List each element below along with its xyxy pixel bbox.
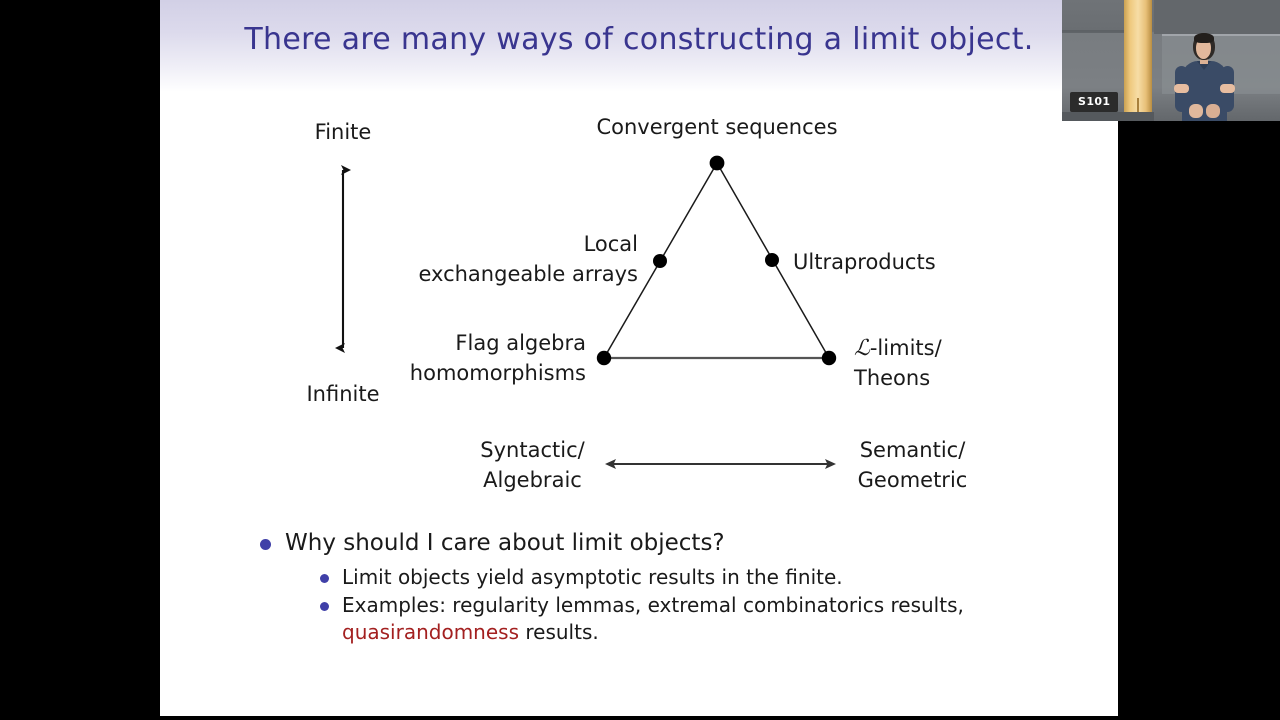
bullet-text-examples: Examples: regularity lemmas, extremal co… (342, 592, 964, 645)
pillar-seam (1137, 98, 1139, 121)
node-label-local-exchangeable-arrays: Local exchangeable arrays (338, 230, 638, 290)
node-label-flag-algebra-homomorphisms: Flag algebra homomorphisms (328, 329, 586, 389)
bullet-text-examples-line1: Examples: regularity lemmas, extremal co… (342, 593, 964, 618)
speaker-neck (1200, 56, 1208, 64)
whiteboard-edge (1162, 34, 1280, 36)
bullet-dot-icon (260, 539, 271, 550)
bullet-text-examples-tail: results. (519, 619, 599, 644)
speaker-face (1196, 38, 1211, 59)
node-label-local-line1: Local (583, 232, 638, 256)
node-label-theons-line1: ℒ-limits/ (854, 333, 942, 364)
node-local-exchangeable-arrays (653, 254, 667, 268)
axis-label-semantic: Semantic/ (859, 438, 966, 462)
speaker-hand-right (1206, 104, 1220, 118)
axis-label-infinite: Infinite (306, 382, 380, 406)
bullet-dot-icon (320, 602, 329, 612)
axis-label-finite: Finite (314, 120, 372, 144)
axis-label-semantic-geometric: Semantic/ Geometric (840, 436, 985, 496)
bullet-item-level2-second: Examples: regularity lemmas, extremal co… (320, 592, 1118, 645)
node-label-local-line2: exchangeable arrays (418, 261, 638, 286)
bullet-dot-icon (320, 573, 329, 583)
speaker-forearm-left (1174, 84, 1189, 93)
wall-seam (1062, 30, 1124, 33)
node-convergent-sequences (709, 155, 725, 171)
highlight-quasirandomness: quasirandomness (342, 619, 519, 644)
node-label-ultraproducts: Ultraproducts (793, 250, 936, 274)
bullet-text-why-care: Why should I care about limit objects? (285, 530, 725, 556)
node-label-theons-line1-text: -limits/ (869, 336, 942, 360)
bullet-list: Why should I care about limit objects? L… (160, 528, 1118, 647)
node-label-flag-line1: Flag algebra (455, 331, 586, 355)
node-label-convergent-sequences: Convergent sequences (596, 115, 838, 139)
axis-label-geometric: Geometric (857, 467, 968, 492)
diagram-vector-graphics (335, 155, 837, 469)
node-label-flag-line2: homomorphisms (409, 360, 586, 385)
script-l-symbol: ℒ (854, 336, 870, 361)
bullet-item-level2-first: Limit objects yield asymptotic results i… (320, 564, 1118, 591)
axis-label-syntactic-algebraic: Syntactic/ Algebraic (460, 436, 605, 496)
axis-label-algebraic: Algebraic (483, 467, 582, 492)
room-label-badge: S101 (1070, 92, 1119, 112)
slide-header-gradient (160, 0, 1118, 92)
node-ultraproducts (765, 253, 779, 267)
bullet-item-level1: Why should I care about limit objects? (260, 528, 1118, 559)
speaker-forearm-right (1220, 84, 1235, 93)
speaker-hand-left (1189, 104, 1203, 118)
triangle-nodes (596, 155, 837, 366)
speaker-collar (1197, 61, 1211, 70)
presentation-slide: There are many ways of constructing a li… (160, 0, 1118, 716)
node-label-theons-line2: Theons (854, 366, 931, 391)
slide-title: There are many ways of constructing a li… (244, 22, 1034, 57)
bullet-text-asymptotic-results: Limit objects yield asymptotic results i… (342, 564, 843, 589)
node-label-l-limits-theons: ℒ-limits/ Theons (854, 333, 942, 394)
node-l-limits-theons (821, 350, 837, 366)
node-flag-algebra-homomorphisms (596, 350, 612, 366)
floor-strip (1062, 112, 1154, 121)
speaker-video-overlay[interactable]: S101 (1062, 0, 1280, 121)
speaker-hair (1194, 33, 1214, 43)
axis-label-syntactic: Syntactic/ (480, 438, 585, 462)
wall-upper-band (1154, 0, 1280, 34)
limit-object-diagram: Finite Infinite Convergent sequences Loc… (160, 0, 1118, 520)
